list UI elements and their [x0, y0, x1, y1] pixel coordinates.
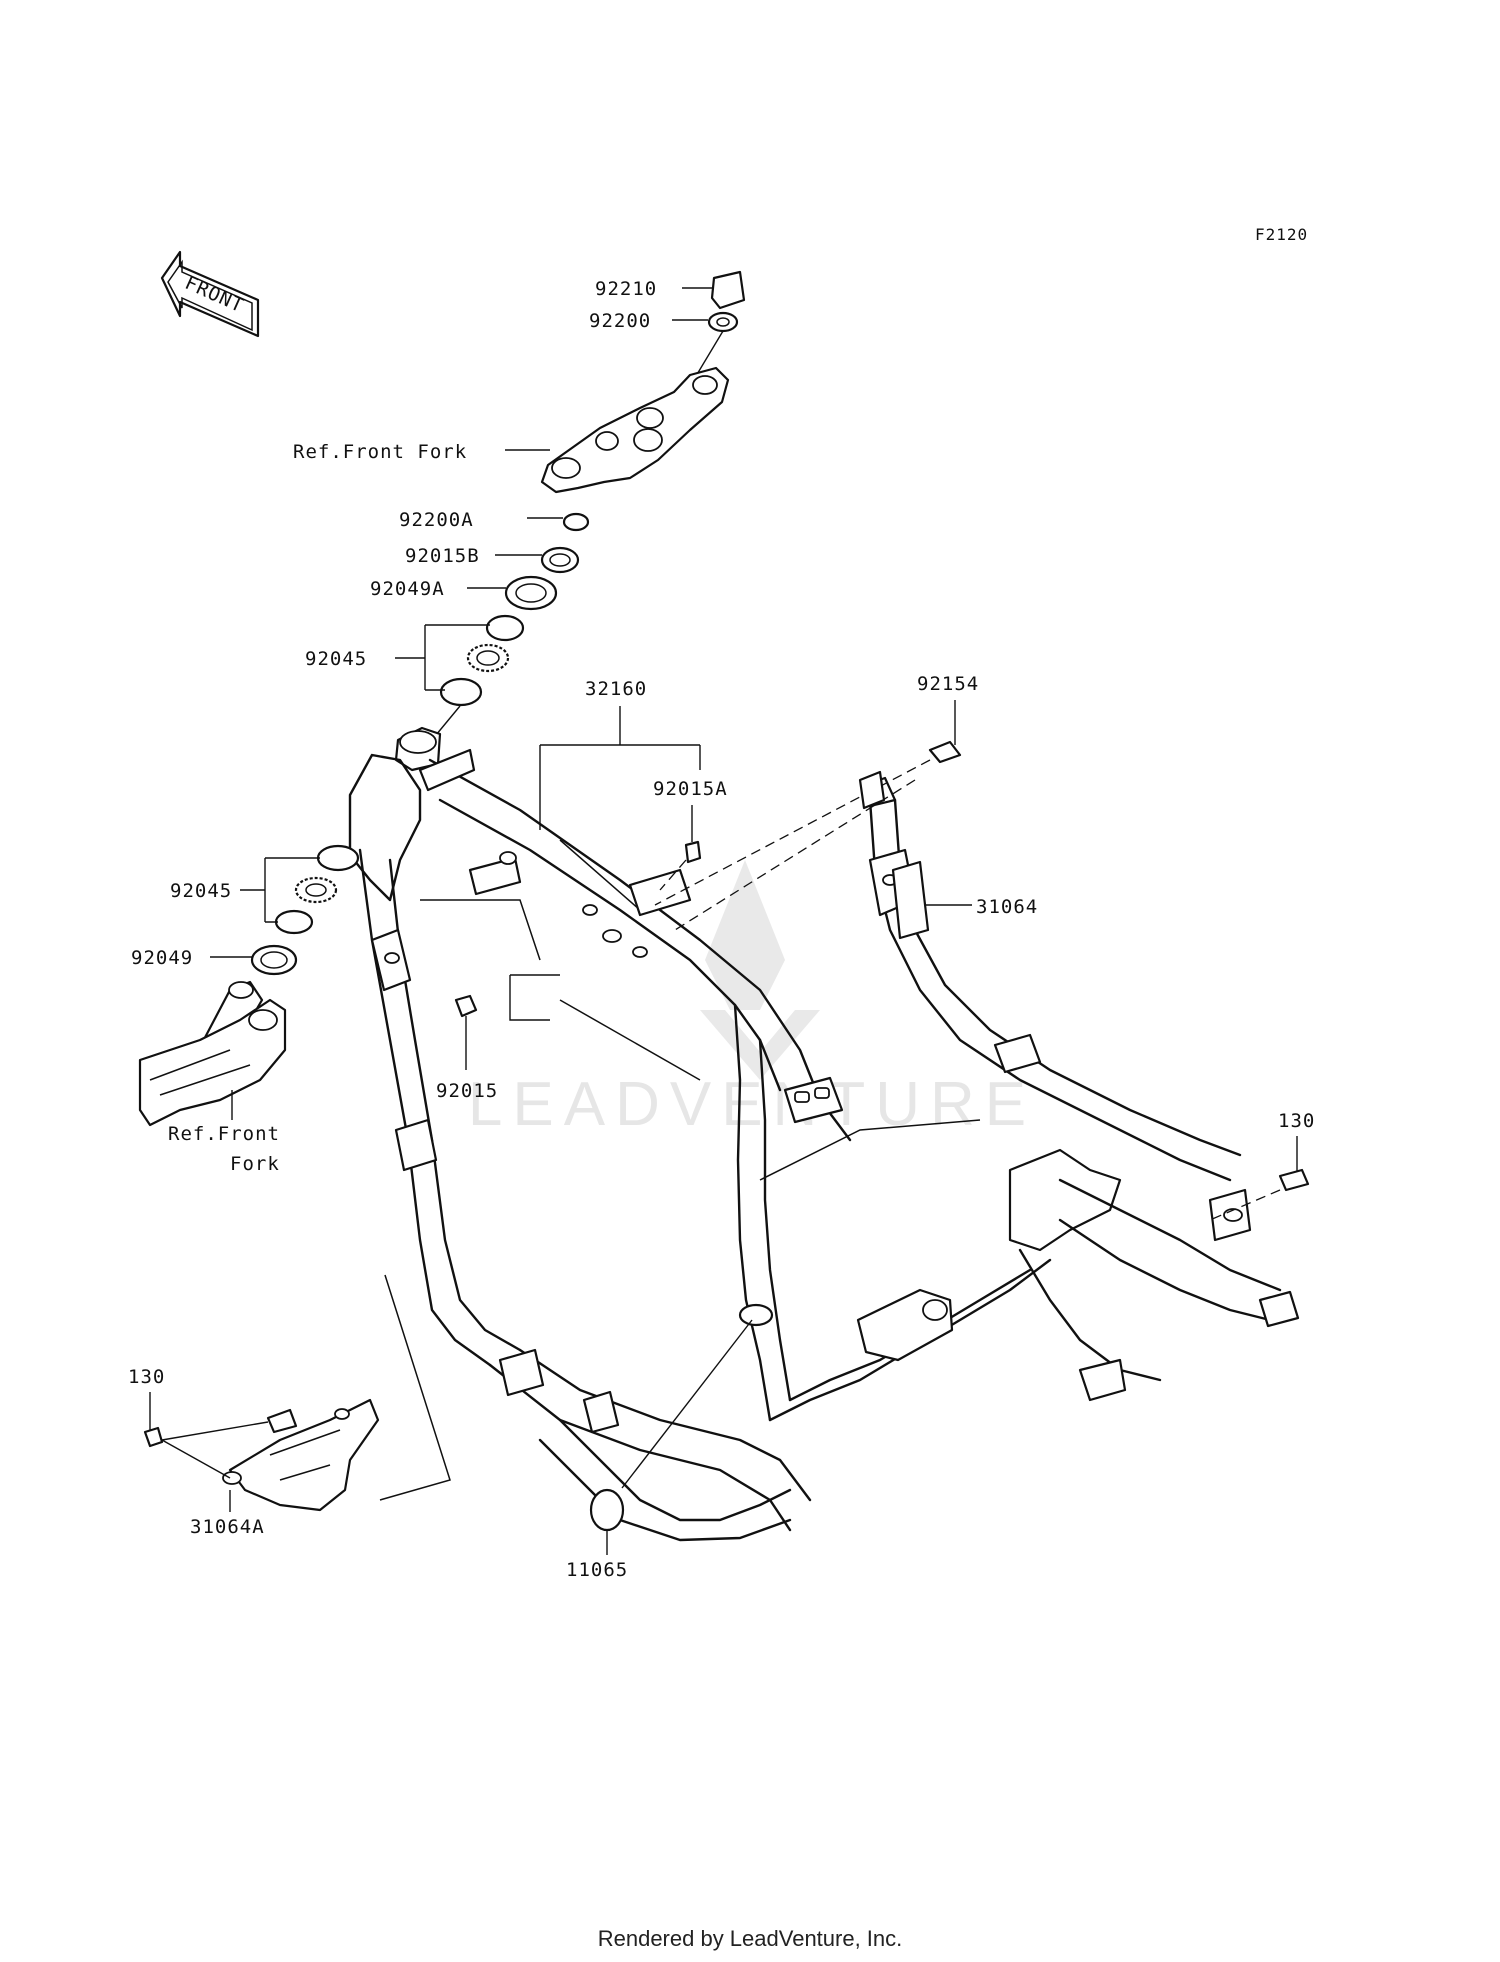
- stem-seal-upper: [504, 575, 558, 611]
- label-92049: 92049: [131, 947, 193, 969]
- lower-bearing-race-top: [316, 844, 360, 872]
- lower-bearing-rollers: [294, 876, 338, 904]
- stem-locknut: [540, 546, 580, 574]
- label-11065: 11065: [566, 1559, 628, 1581]
- lower-triple-clamp: [138, 998, 287, 1127]
- leadventure-watermark: LEADVENTURE: [468, 860, 1036, 1139]
- label-32160: 32160: [585, 678, 647, 700]
- lower-bearing-race-bottom: [274, 909, 314, 935]
- bracket-31064A: 130 31064A: [128, 1274, 451, 1538]
- label-92045-left: 92045: [170, 880, 232, 902]
- front-arrow-icon: FRONT: [160, 250, 260, 338]
- bolt-92015A: 92015A: [653, 778, 728, 891]
- label-130-right: 130: [1278, 1110, 1315, 1132]
- label-92210: 92210: [595, 278, 657, 300]
- upper-triple-clamp: [540, 366, 730, 494]
- nut-92015: 92015: [436, 974, 560, 1102]
- label-92200A: 92200A: [399, 509, 474, 531]
- watermark-text: LEADVENTURE: [468, 1070, 1036, 1139]
- upper-bearing-rollers: [466, 643, 510, 673]
- stem-seal-lower: [250, 944, 298, 976]
- frame-plug: [589, 1488, 625, 1532]
- label-92015: 92015: [436, 1080, 498, 1102]
- footer-credit: Rendered by LeadVenture, Inc.: [597, 1926, 903, 1951]
- label-ref-front-fork-top: Ref.Front Fork: [293, 441, 467, 463]
- lower-bearing-parts: 92045 92049 Ref.Front Fork: [131, 844, 360, 1175]
- lock-washer: [562, 512, 590, 532]
- label-ref-front-fork-left-1: Ref.Front: [168, 1123, 280, 1145]
- upper-bearing-race-top: [485, 614, 525, 642]
- label-130-left: 130: [128, 1366, 165, 1388]
- stem-washer: [707, 311, 739, 333]
- label-92154: 92154: [917, 673, 979, 695]
- steering-head-parts: 92210 92200 Ref.Front Fork 92200A 92015B…: [293, 270, 746, 736]
- plug-11065: 11065: [566, 1303, 774, 1581]
- main-frame: [348, 726, 1300, 1542]
- upper-bearing-race-bottom: [439, 677, 483, 707]
- label-92015B: 92015B: [405, 545, 480, 567]
- label-92200: 92200: [589, 310, 651, 332]
- stem-nut: [710, 270, 746, 310]
- label-ref-front-fork-left-2: Fork: [230, 1153, 280, 1175]
- diagram-code: F2120: [1255, 225, 1308, 244]
- label-31064A: 31064A: [190, 1516, 265, 1538]
- label-92015A: 92015A: [653, 778, 728, 800]
- bolt-130-right: 130: [1209, 1110, 1315, 1221]
- label-31064: 31064: [976, 896, 1038, 918]
- frame-leader: 32160: [539, 678, 701, 830]
- label-92049A: 92049A: [370, 578, 445, 600]
- label-92045-top: 92045: [305, 648, 367, 670]
- rear-bracket-31064: 92154 31064: [654, 673, 1038, 940]
